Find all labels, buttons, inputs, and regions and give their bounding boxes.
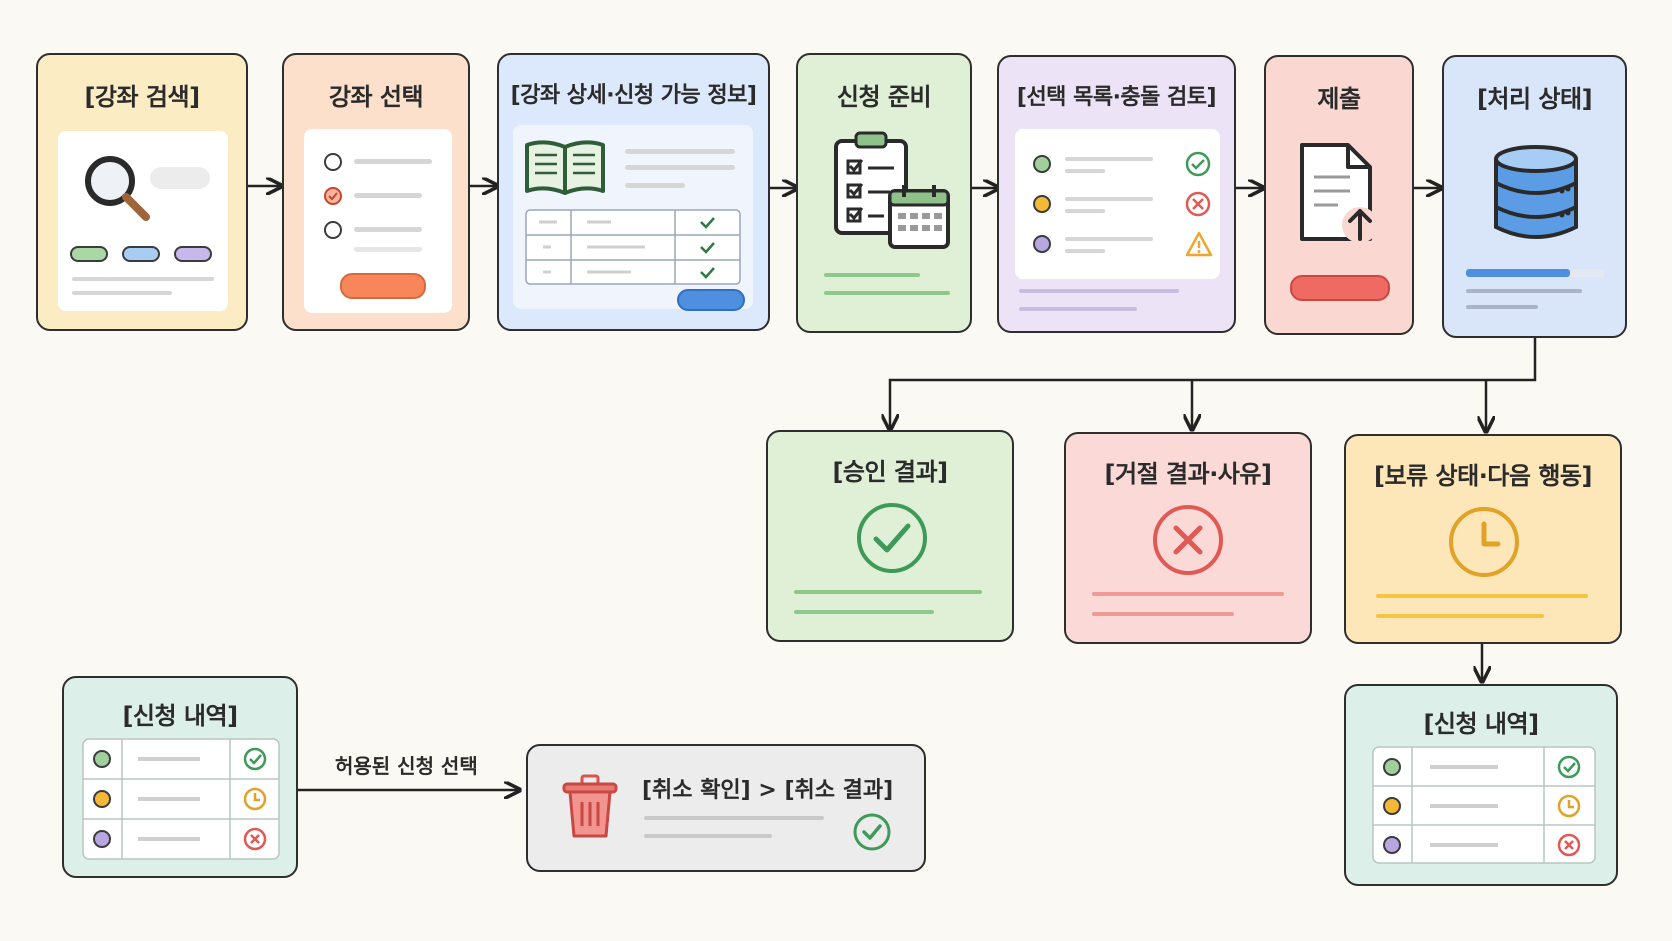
list-line (1065, 209, 1105, 213)
history-title: [신청 내역] (122, 702, 238, 730)
step-title: 강좌 선택 (328, 83, 424, 111)
step-processing-status[interactable]: [처리 상태] (1442, 55, 1627, 338)
check-circle-icon (853, 813, 891, 851)
cancel-panel[interactable]: [취소 확인] > [취소 결과] (526, 744, 926, 872)
result-line (1092, 592, 1284, 596)
review-line (1019, 307, 1137, 311)
outcome-approved[interactable]: [승인 결과] (766, 430, 1014, 642)
trash-icon (562, 774, 618, 838)
check-circle-icon (857, 503, 927, 573)
outcome-rejected[interactable]: [거절 결과·사유] (1064, 432, 1312, 644)
detail-line (625, 149, 735, 154)
list-line (1065, 249, 1105, 253)
step-title: 신청 준비 (836, 83, 932, 111)
cancel-line (644, 816, 824, 820)
outcome-title: [승인 결과] (832, 458, 948, 486)
select-button[interactable] (340, 273, 426, 299)
radio-option-unselected (324, 153, 342, 171)
step-course-search[interactable]: [강좌 검색] (36, 53, 248, 331)
result-line (1376, 614, 1544, 618)
step-review[interactable]: [선택 목록·충돌 검토] (997, 55, 1236, 333)
step-title: [처리 상태] (1476, 85, 1593, 113)
warning-icon (1185, 231, 1213, 257)
status-line (1466, 305, 1538, 309)
result-line (794, 610, 934, 614)
progress-fill (1466, 269, 1570, 277)
history-panel-right[interactable]: [신청 내역] (1344, 684, 1618, 886)
outcome-title: [보류 상태·다음 행동] (1374, 462, 1592, 490)
option-line (354, 247, 422, 252)
status-dot-purple (1033, 235, 1051, 253)
option-line (354, 227, 422, 232)
clock-icon (1449, 507, 1519, 577)
cancel-title: [취소 확인] > [취소 결과] (642, 778, 894, 803)
arrow-status-to-approve (890, 338, 1537, 428)
step-title: [강좌 상세·신청 가능 정보] (510, 83, 757, 108)
history-table (1372, 746, 1596, 864)
search-field-placeholder (150, 167, 210, 189)
upload-document-icon (1300, 143, 1378, 243)
x-circle-icon (1153, 505, 1223, 575)
edge-label-allowed-selection: 허용된 신청 선택 (335, 754, 478, 778)
option-line (354, 193, 422, 198)
filter-chip-green (70, 246, 108, 262)
submit-button[interactable] (1290, 275, 1390, 301)
list-line (1065, 237, 1153, 241)
database-icon (1494, 145, 1578, 239)
step-title: [선택 목록·충돌 검토] (1016, 85, 1217, 110)
search-panel (58, 131, 228, 311)
status-line (1466, 289, 1582, 293)
result-line (72, 277, 214, 281)
x-circle-icon (1185, 191, 1211, 217)
magnifier-icon (85, 156, 150, 221)
apply-button[interactable] (677, 289, 745, 311)
review-line (1019, 289, 1179, 293)
step-title: [강좌 검색] (84, 83, 200, 111)
list-line (1065, 157, 1153, 161)
result-line (72, 291, 172, 295)
filter-chip-purple (174, 246, 212, 262)
result-line (794, 590, 982, 594)
filter-chip-blue (122, 246, 160, 262)
clipboard-calendar-icon (834, 131, 950, 249)
option-line (354, 159, 432, 164)
result-line (1376, 594, 1588, 598)
availability-table (525, 209, 741, 285)
list-line (1065, 169, 1105, 173)
list-line (1065, 197, 1153, 201)
radio-list-panel (304, 129, 452, 313)
history-title: [신청 내역] (1423, 710, 1539, 738)
history-panel-left[interactable]: [신청 내역] (62, 676, 298, 878)
detail-panel (513, 125, 753, 311)
prepare-line (824, 273, 920, 277)
radio-option-selected (324, 187, 342, 205)
detail-line (625, 183, 685, 188)
step-title: 제출 (1317, 85, 1361, 113)
step-submit[interactable]: 제출 (1264, 55, 1414, 335)
status-dot-green (1033, 155, 1051, 173)
check-icon (328, 192, 338, 201)
status-dot-orange (1033, 195, 1051, 213)
step-course-select[interactable]: 강좌 선택 (282, 53, 470, 331)
step-course-detail[interactable]: [강좌 상세·신청 가능 정보] (497, 53, 770, 331)
prepare-line (824, 291, 950, 295)
outcome-title: [거절 결과·사유] (1104, 460, 1272, 488)
conflict-list-panel (1015, 129, 1220, 279)
open-book-icon (525, 140, 605, 195)
step-prepare[interactable]: 신청 준비 (796, 53, 972, 333)
result-line (1092, 612, 1234, 616)
history-table (82, 738, 280, 860)
outcome-on-hold[interactable]: [보류 상태·다음 행동] (1344, 434, 1622, 644)
detail-line (625, 165, 735, 170)
check-circle-icon (1185, 151, 1211, 177)
cancel-line (644, 834, 772, 838)
radio-option-unselected (324, 221, 342, 239)
